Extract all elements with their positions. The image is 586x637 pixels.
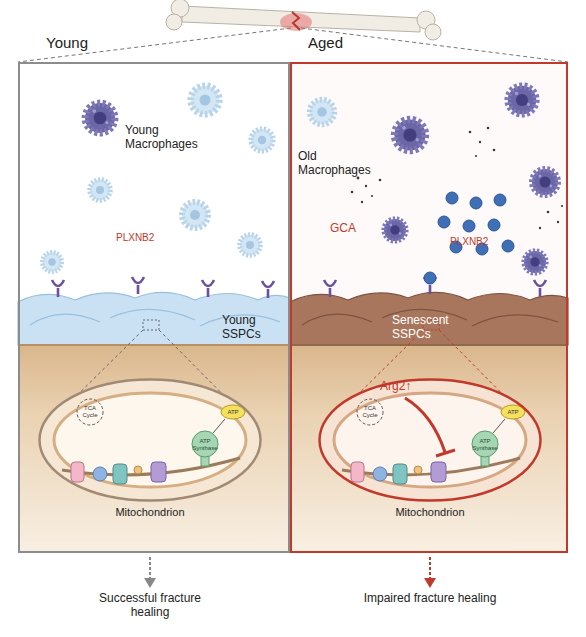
panel-heading: Aged [308,34,428,51]
inhibition-arrow [405,398,445,452]
complex-symbol [373,467,387,481]
enzyme-label: Arg2↑ [380,380,430,394]
macrophage-symbol [524,251,546,273]
complex-symbol [431,462,446,482]
arrow-head [424,578,436,588]
bone-head [166,14,182,30]
complex-symbol [351,462,364,482]
outcome-arrow [149,557,151,580]
molecule-label: ATP [501,409,525,416]
complex-symbol [151,462,166,482]
inner-membrane [54,393,246,487]
macrophage-symbol [384,219,406,241]
bone-head [425,24,441,40]
bone-tissue [290,340,568,553]
layer-border [290,344,568,346]
receptor-symbol [132,277,144,294]
fracture-line [292,12,300,30]
outcome-arrow [429,557,431,580]
panel-heading: Young [46,34,166,51]
macrophage-symbol [310,100,335,125]
tca-cycle-symbol [77,399,103,425]
receptor-symbol [202,280,214,297]
molecule-label: ATP [221,409,245,416]
molecule-label: GCA [330,222,370,236]
cell-label: Young SSPCs [222,314,282,342]
gca-molecules [438,192,514,255]
zoom-box [143,320,159,330]
atp-arrow [493,419,505,433]
pathway-label: TCA Cycle [360,405,380,419]
mitochondrion-outline: Mitochondrion [38,378,262,524]
macrophage-symbol [42,252,62,272]
macrophage-symbol [182,202,208,228]
mitochondrion-matrix [39,379,261,501]
zoom-line [18,28,291,62]
mitochondrion-outline: Mitochondrion [318,378,542,524]
organelle-label: Mitochondrion [38,506,262,519]
outline-svg [38,378,262,524]
complex-symbol [393,464,407,484]
receptor-label: PLXNB2 [450,236,510,248]
outcome-label: Successful fracture healing [80,592,220,620]
arrow-head [144,578,156,588]
senescent-sspc-layer [290,292,568,345]
macrophage-symbol [85,103,115,133]
cell-label: Senescent SSPCs [392,314,462,342]
complex-symbol [414,466,422,474]
macrophage-symbol [508,86,537,115]
panel-fill [290,62,568,553]
atp-arrow [213,419,225,433]
bone-tissue [18,340,290,553]
receptor-symbol [262,281,274,298]
macrophage-symbol [394,119,425,150]
gca-bound [424,272,436,284]
fracture-glow [280,13,312,31]
enzyme-label: ATP Synthase [190,438,220,452]
cell-label: Young Macrophages [125,124,205,152]
macrophage-symbol [191,86,220,115]
layer-border [18,344,290,346]
complex-symbol [71,462,84,482]
receptor-symbol [534,280,546,297]
macrophage-symbol [240,235,261,256]
panel-fill [18,62,290,553]
outcome-label: Impaired fracture healing [360,592,500,606]
secreted-particles [351,127,563,230]
mitochondrion-membrane [320,380,541,501]
organelle-label: Mitochondrion [318,506,542,519]
receptor-label: PLXNB2 [116,232,176,244]
inhibition-bar [436,450,455,456]
macrophage-symbol [251,129,273,151]
macrophage-symbol [532,169,558,195]
sspc-layer [18,292,290,345]
mitochondrion-matrix [319,379,541,501]
complex-symbol [93,467,107,481]
outline-svg [318,378,542,524]
macrophage-symbol [90,180,111,201]
complex-symbol [113,464,127,484]
receptor-symbol [52,280,64,297]
tca-cycle-symbol [357,399,383,425]
complex-symbol [134,466,142,474]
receptor-symbol [324,280,336,297]
inner-membrane [334,393,526,487]
zoom-line [301,28,568,62]
pathway-label: TCA Cycle [80,405,100,419]
cell-label: Old Macrophages [298,150,368,178]
mitochondrion-membrane [40,380,261,501]
enzyme-label: ATP Synthase [470,438,500,452]
panel: AgedMitochondrion [290,62,568,553]
